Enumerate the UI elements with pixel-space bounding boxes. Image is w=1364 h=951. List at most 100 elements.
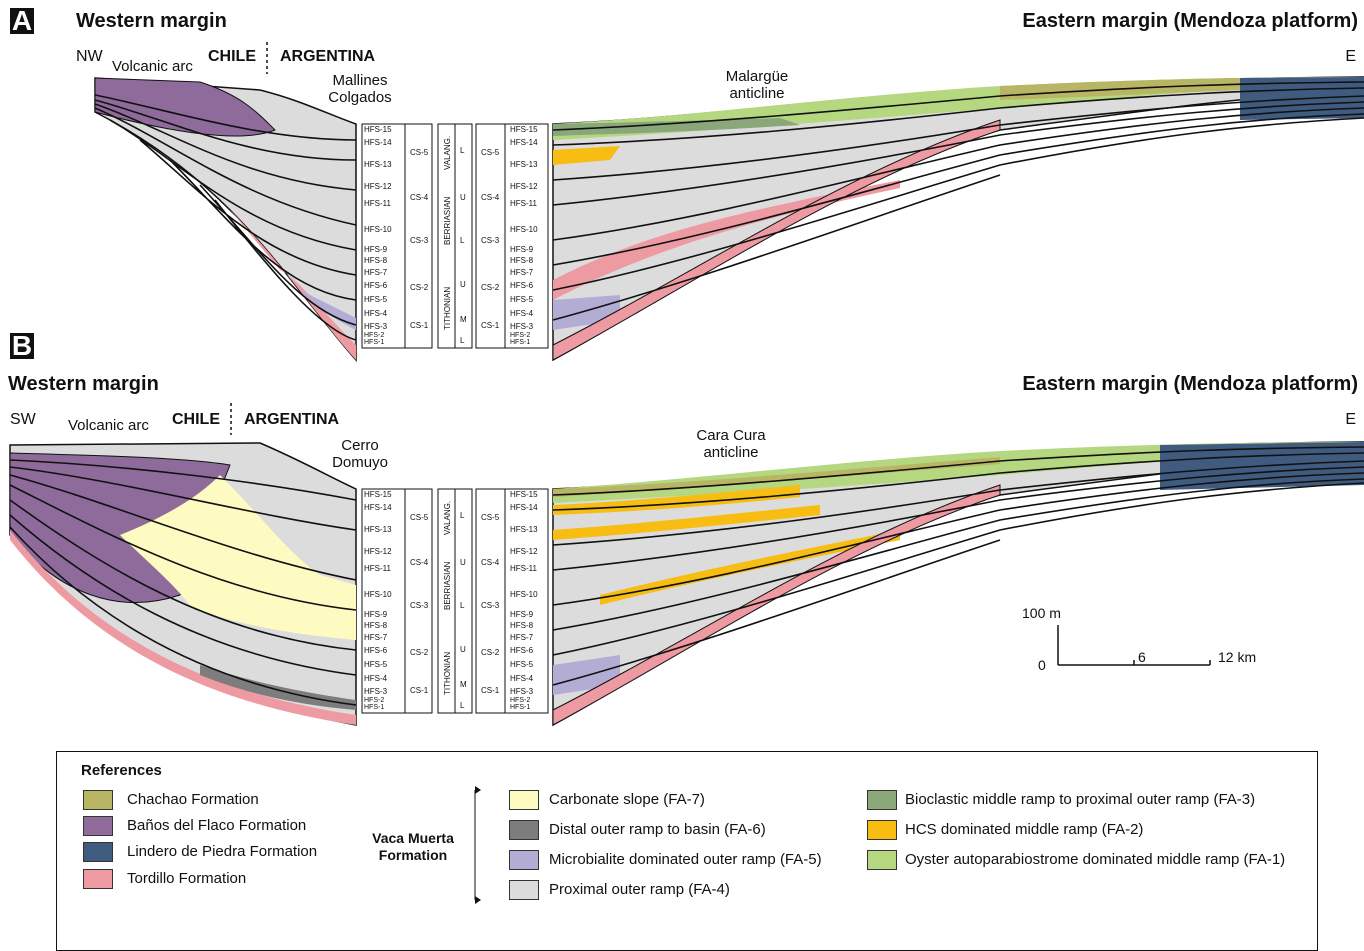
locality-west-line2: Colgados bbox=[328, 89, 392, 106]
cs-label: CS-2 bbox=[410, 648, 429, 657]
hfs-label: HFS-4 bbox=[364, 674, 388, 683]
east-platform-a bbox=[552, 76, 1364, 362]
hfs-label: HFS-3 bbox=[510, 322, 534, 331]
panel-letter-b: B bbox=[10, 330, 34, 361]
vaca-muerta-label: Vaca Muerta Formation bbox=[363, 830, 463, 864]
vaca-muerta-bracket bbox=[474, 786, 481, 904]
country-chile: CHILE bbox=[172, 411, 220, 428]
scale-vertical-bottom: 0 bbox=[1038, 657, 1046, 673]
swatch-fa5 bbox=[509, 850, 539, 870]
west-basin-b bbox=[9, 442, 357, 726]
substage-label: M bbox=[460, 680, 467, 689]
hfs-label: HFS-15 bbox=[364, 125, 392, 134]
hfs-label: HFS-4 bbox=[510, 309, 534, 318]
east-platform-b bbox=[552, 441, 1364, 727]
country-argentina: ARGENTINA bbox=[244, 411, 340, 428]
direction-west: SW bbox=[10, 411, 36, 428]
hfs-label: HFS-10 bbox=[510, 590, 538, 599]
panel-a: A Western margin Eastern margin (Mendoza… bbox=[0, 0, 1364, 370]
strat-columns-a bbox=[361, 123, 549, 349]
swatch-chachao bbox=[83, 790, 113, 810]
substage-label: L bbox=[460, 701, 465, 710]
substage-label: L bbox=[460, 336, 465, 345]
hfs-label: HFS-5 bbox=[364, 660, 388, 669]
hfs-label: HFS-1 bbox=[364, 339, 385, 346]
substage-label: L bbox=[460, 146, 465, 155]
hfs-label: HFS-5 bbox=[510, 295, 534, 304]
cs-label: CS-2 bbox=[410, 283, 429, 292]
hfs-label: HFS-12 bbox=[364, 547, 392, 556]
hfs-label: HFS-12 bbox=[364, 182, 392, 191]
hfs-label: HFS-6 bbox=[364, 646, 388, 655]
hfs-label: HFS-15 bbox=[364, 490, 392, 499]
legend-facies: Oyster autoparabiostrome dominated middl… bbox=[905, 851, 1286, 868]
panel-letter-a: A bbox=[10, 5, 34, 36]
scale-tick-end: 12 km bbox=[1218, 649, 1257, 665]
hfs-label: HFS-7 bbox=[510, 268, 534, 277]
hfs-label: HFS-9 bbox=[364, 610, 388, 619]
cs-label: CS-2 bbox=[481, 648, 500, 657]
hfs-label: HFS-13 bbox=[364, 525, 392, 534]
hfs-label: HFS-15 bbox=[510, 490, 538, 499]
hfs-label: HFS-15 bbox=[510, 125, 538, 134]
hfs-label: HFS-7 bbox=[364, 633, 388, 642]
hfs-label: HFS-2 bbox=[364, 332, 385, 339]
locality-east-line1: Malargüe bbox=[725, 68, 789, 85]
scale-vertical-top: 100 m bbox=[1022, 605, 1061, 621]
volcanic-arc-label: Volcanic arc bbox=[68, 417, 149, 434]
hfs-label: HFS-9 bbox=[510, 610, 534, 619]
hfs-label: HFS-12 bbox=[510, 182, 538, 191]
hfs-label: HFS-4 bbox=[364, 309, 388, 318]
direction-east: E bbox=[1345, 411, 1356, 428]
hfs-label: HFS-9 bbox=[510, 245, 534, 254]
locality-west-line1: Cerro bbox=[341, 437, 379, 454]
cs-label: CS-5 bbox=[410, 148, 429, 157]
locality-west: Cerro Domuyo bbox=[320, 437, 400, 471]
hfs-label: HFS-11 bbox=[364, 564, 391, 573]
cs-label: CS-3 bbox=[481, 601, 500, 610]
west-basin-a bbox=[94, 77, 357, 362]
panel-b: B Western margin Eastern margin (Mendoza… bbox=[0, 332, 1364, 735]
stage-label: TITHONIAN bbox=[443, 651, 452, 695]
vaca-muerta-line2: Formation bbox=[378, 847, 448, 863]
hfs-label: HFS-3 bbox=[364, 687, 388, 696]
hfs-label: HFS-12 bbox=[510, 547, 538, 556]
hfs-label: HFS-6 bbox=[510, 281, 534, 290]
country-chile: CHILE bbox=[208, 48, 256, 65]
cs-label: CS-3 bbox=[410, 601, 429, 610]
hfs-label: HFS-14 bbox=[364, 503, 392, 512]
stage-label: VALANG. bbox=[443, 135, 452, 170]
hfs-label: HFS-3 bbox=[510, 687, 534, 696]
cs-label: CS-2 bbox=[481, 283, 500, 292]
cs-label: CS-3 bbox=[481, 236, 500, 245]
substage-label: L bbox=[460, 601, 465, 610]
cs-label: CS-1 bbox=[481, 321, 500, 330]
legend-facies: Proximal outer ramp (FA-4) bbox=[549, 881, 730, 898]
swatch-fa4 bbox=[509, 880, 539, 900]
locality-east: Malargüe anticline bbox=[712, 68, 802, 102]
hfs-label: HFS-13 bbox=[510, 160, 538, 169]
direction-west: NW bbox=[76, 48, 103, 65]
cs-label: CS-4 bbox=[481, 558, 500, 567]
hfs-label: HFS-3 bbox=[364, 322, 388, 331]
locality-west: Mallines Colgados bbox=[320, 72, 400, 106]
legend-title: References bbox=[81, 762, 162, 779]
hfs-label: HFS-10 bbox=[364, 225, 392, 234]
western-margin-title: Western margin bbox=[8, 373, 159, 395]
swatch-fa2 bbox=[867, 820, 897, 840]
hfs-label: HFS-4 bbox=[510, 674, 534, 683]
cs-label: CS-4 bbox=[410, 558, 429, 567]
legend-facies: Distal outer ramp to basin (FA-6) bbox=[549, 821, 766, 838]
locality-east-line1: Cara Cura bbox=[696, 427, 766, 444]
country-argentina: ARGENTINA bbox=[280, 48, 376, 65]
substage-label: U bbox=[460, 280, 466, 289]
substage-label: U bbox=[460, 645, 466, 654]
western-margin-title: Western margin bbox=[76, 10, 227, 32]
swatch-fa7 bbox=[509, 790, 539, 810]
hfs-label: HFS-5 bbox=[364, 295, 388, 304]
hfs-label: HFS-10 bbox=[510, 225, 538, 234]
cs-label: CS-5 bbox=[481, 513, 500, 522]
hfs-label: HFS-6 bbox=[364, 281, 388, 290]
scale-bar bbox=[1057, 625, 1211, 666]
hfs-label: HFS-2 bbox=[364, 697, 385, 704]
